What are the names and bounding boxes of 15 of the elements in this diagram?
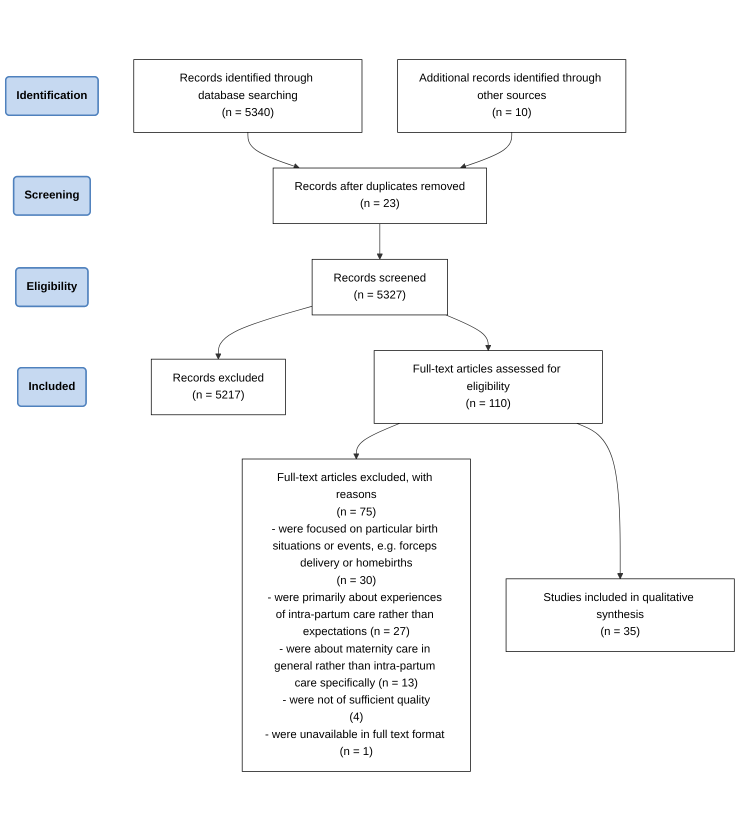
arrow (376, 223, 383, 260)
node-box: Full-text articles assessed for eligibility (n = 110) (374, 350, 603, 424)
node-box: Records excluded (n = 5217) (150, 358, 286, 416)
arrow (460, 132, 512, 170)
node-box: Full-text articles excluded, with reasons (n = 75) - were focused on particular birth situations or events, e.g. forceps delivery or homebirths (n = 30) - were primarily about experiences of intra-partum care rather than expectations (n = 27) - were about maternity care in general rather than intra-partum care specifically (n = 13) - were not of sufficient quality (4) - were unavailable in full text format (n = 1) (242, 458, 471, 772)
arrow (353, 422, 400, 460)
arrow (576, 422, 624, 580)
arrow (446, 314, 492, 351)
arrow (215, 306, 312, 360)
arrow (248, 132, 300, 170)
node-box: Studies included in qualitative synthesis (n = 35) (506, 578, 735, 652)
node-box: Records identified through database searching (n = 5340) (133, 59, 362, 133)
node-box: Records screened (n = 5327) (312, 258, 448, 316)
node-box: Records after duplicates removed (n = 23) (272, 168, 487, 224)
node-box: Additional records identified through other sources (n = 10) (397, 59, 626, 133)
